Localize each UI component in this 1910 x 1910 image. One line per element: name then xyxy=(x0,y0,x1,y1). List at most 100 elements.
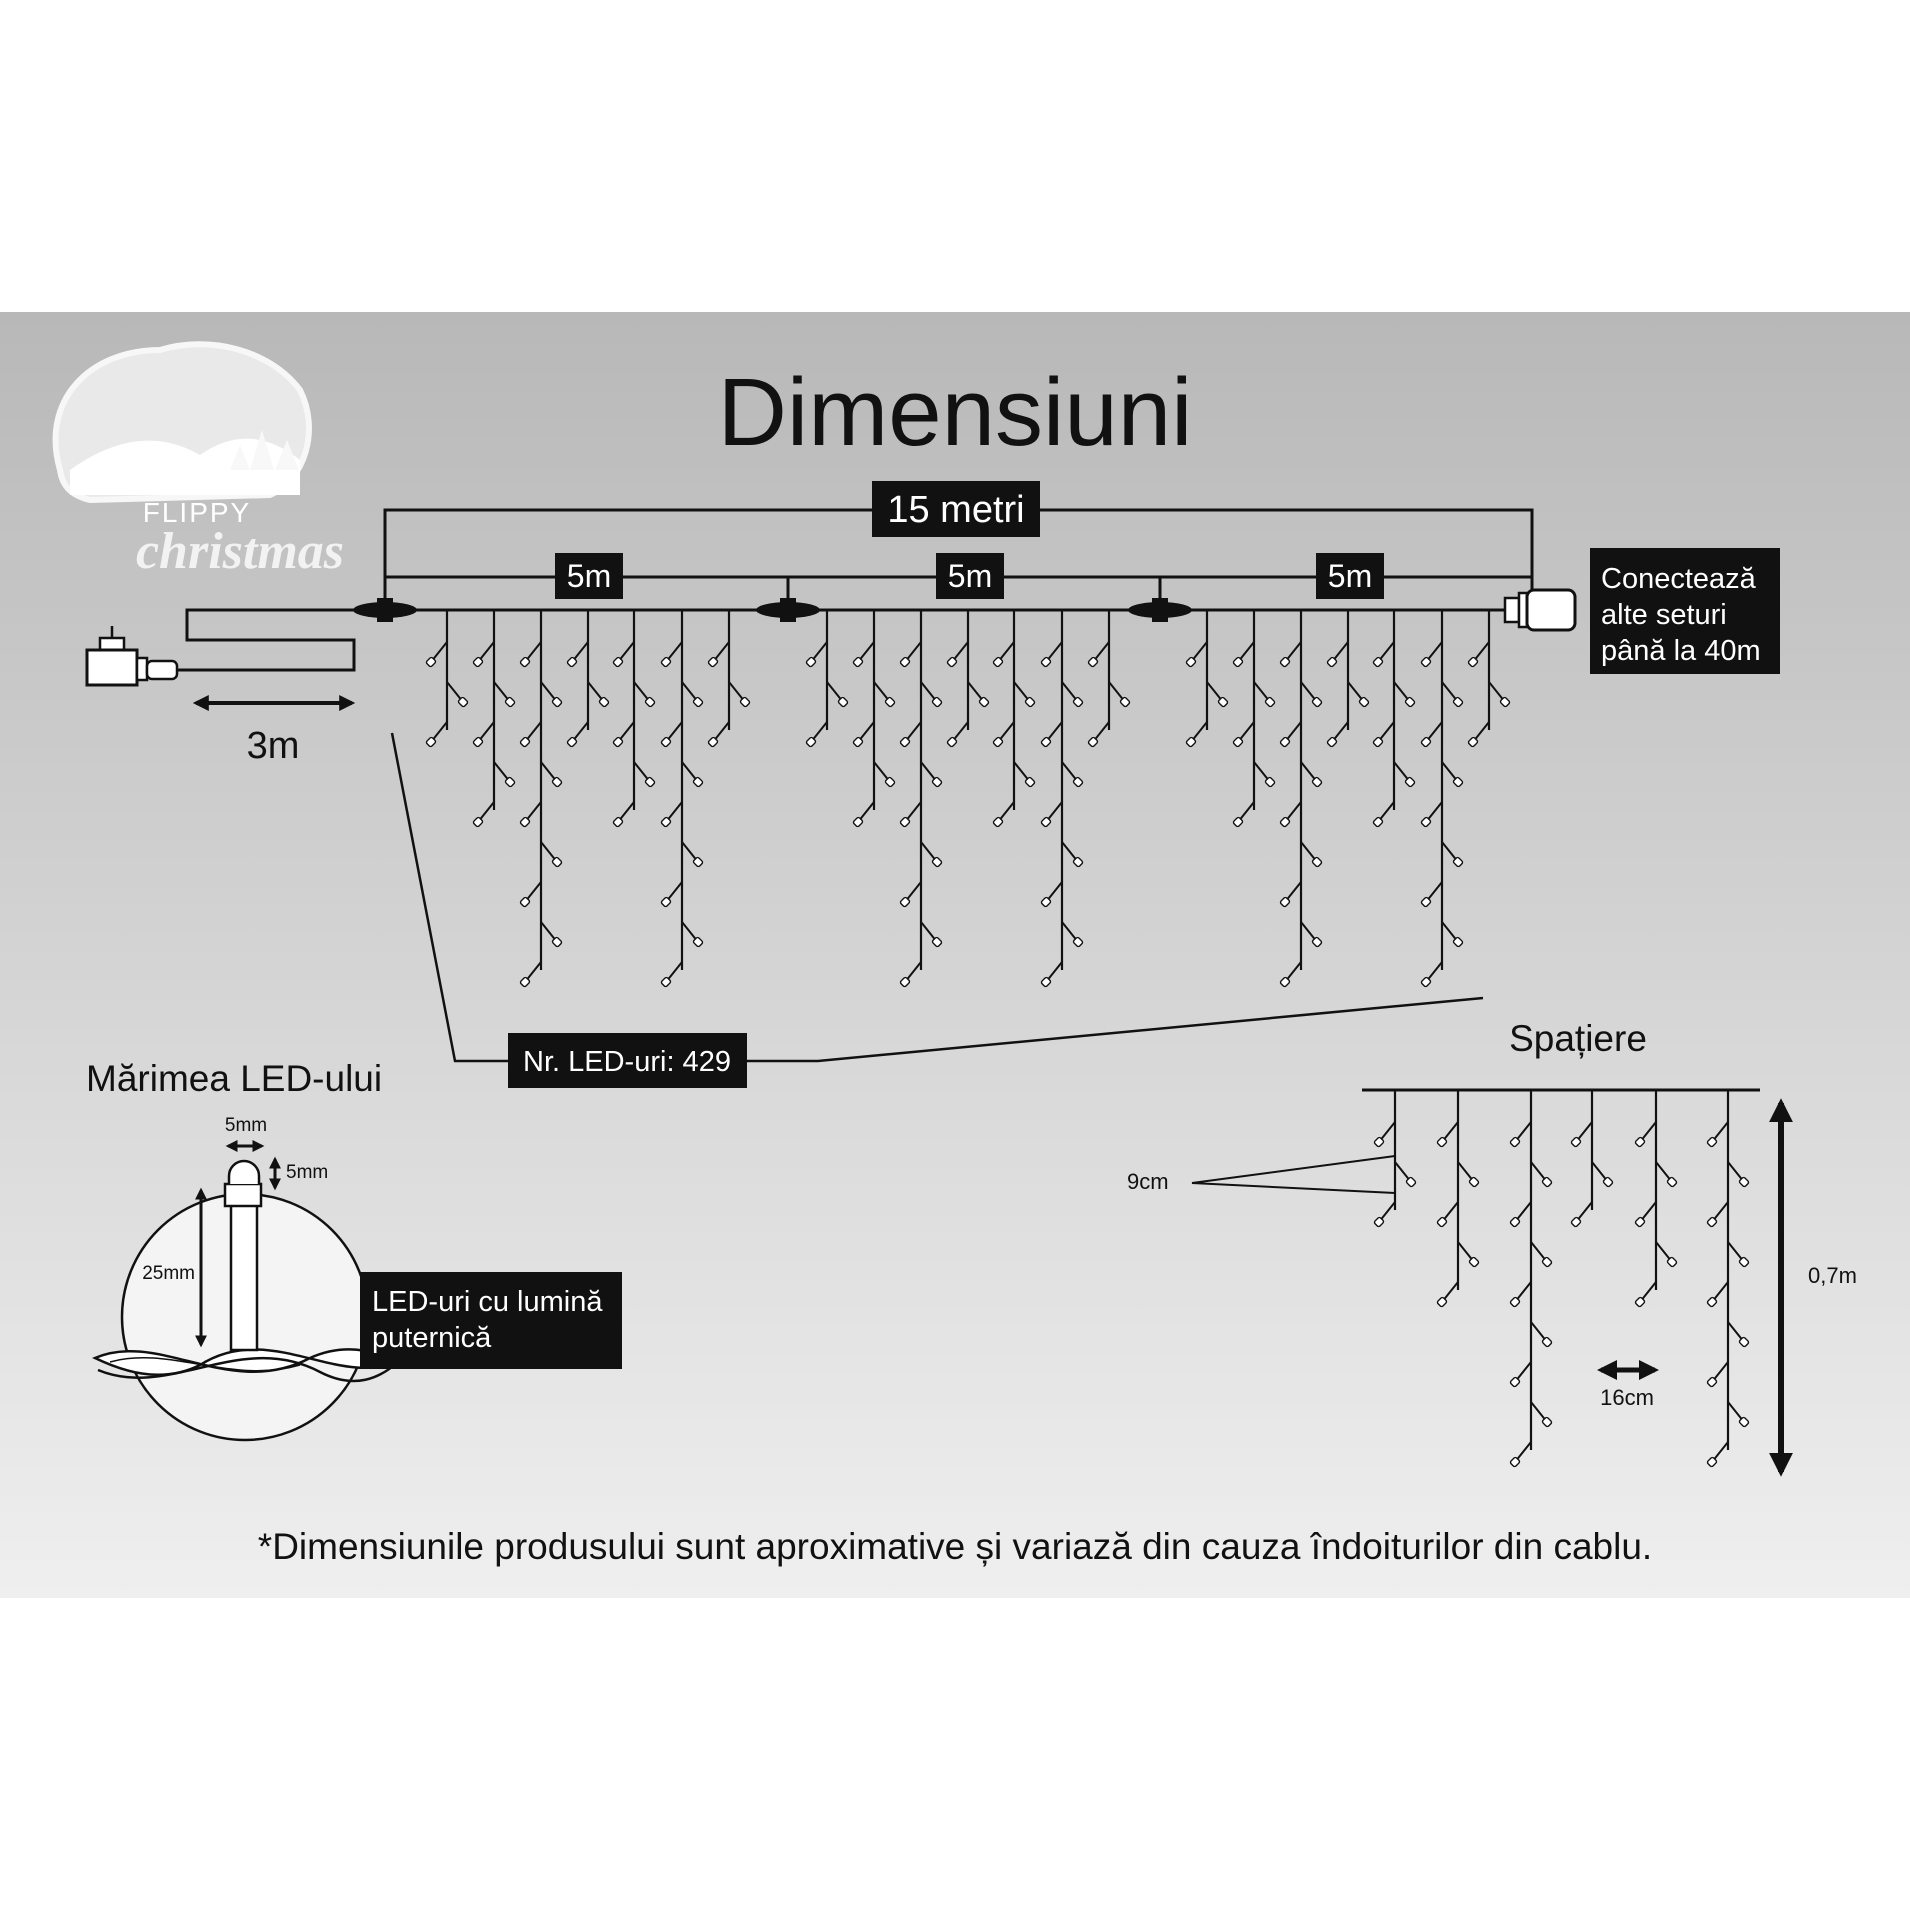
led-icon xyxy=(852,656,864,668)
led-count-leader-right xyxy=(745,996,1484,1063)
led-icon xyxy=(660,736,672,748)
led-icon xyxy=(551,696,563,708)
svg-text:5m: 5m xyxy=(567,558,611,594)
icicle-drop xyxy=(852,610,896,828)
led-icon xyxy=(1420,976,1432,988)
led-icon xyxy=(1436,1136,1448,1148)
led-note-line-2: puternică xyxy=(372,1322,492,1354)
icicle-drop xyxy=(1326,610,1370,748)
svg-text:5m: 5m xyxy=(948,558,992,594)
splice-connector-icon xyxy=(756,598,820,622)
led-icon xyxy=(660,656,672,668)
led-icon xyxy=(1279,896,1291,908)
icicle-drop xyxy=(707,610,751,748)
vertical-spacing-label: 9cm xyxy=(1127,1169,1169,1194)
led-icon xyxy=(1326,656,1338,668)
led-icon xyxy=(1541,1336,1553,1348)
led-icon xyxy=(1040,816,1052,828)
led-icon xyxy=(1706,1136,1718,1148)
icicle-drop xyxy=(1467,610,1511,748)
led-icon xyxy=(1738,1176,1750,1188)
icicle-drops xyxy=(425,610,1511,988)
led-icon xyxy=(992,816,1004,828)
led-icon xyxy=(837,696,849,708)
end-connector-icon xyxy=(1503,588,1577,632)
led-icon xyxy=(598,696,610,708)
led-icon xyxy=(1468,1176,1480,1188)
led-icon xyxy=(1072,696,1084,708)
led-icon xyxy=(1311,776,1323,788)
led-height-label: 5mm xyxy=(286,1162,328,1183)
led-icon xyxy=(1372,656,1384,668)
led-icon xyxy=(1738,1336,1750,1348)
logo-trees xyxy=(230,430,299,470)
led-icon xyxy=(1404,776,1416,788)
led-icon xyxy=(1072,776,1084,788)
led-icon xyxy=(1372,816,1384,828)
led-icon xyxy=(852,816,864,828)
led-icon xyxy=(899,896,911,908)
led-icon xyxy=(1264,776,1276,788)
icicle-drop xyxy=(1436,1090,1480,1308)
led-icon xyxy=(1405,1176,1417,1188)
horizontal-spacing-label: 16cm xyxy=(1600,1385,1654,1410)
icicle-drop xyxy=(566,610,610,748)
led-icon xyxy=(1326,736,1338,748)
spacing-title: Spațiere xyxy=(1509,1018,1647,1059)
icicle-drop xyxy=(660,610,704,988)
led-icon xyxy=(1452,856,1464,868)
led-icon xyxy=(1738,1256,1750,1268)
led-icon xyxy=(692,776,704,788)
led-icon xyxy=(1232,656,1244,668)
led-icon xyxy=(504,776,516,788)
logo-text-bottom: christmas xyxy=(136,523,344,580)
led-icon xyxy=(1452,936,1464,948)
led-icon xyxy=(1087,656,1099,668)
led-icon xyxy=(946,656,958,668)
led-icon xyxy=(1232,736,1244,748)
led-icon xyxy=(1024,776,1036,788)
led-icon xyxy=(1499,696,1511,708)
led-icon xyxy=(660,976,672,988)
led-icon xyxy=(551,856,563,868)
led-icon xyxy=(692,696,704,708)
led-icon xyxy=(1634,1216,1646,1228)
icicle-drop xyxy=(1087,610,1131,748)
led-icon xyxy=(519,896,531,908)
led-icon xyxy=(931,936,943,948)
led-icon xyxy=(739,696,751,708)
splice-connector-icon xyxy=(353,598,417,622)
led-icon xyxy=(1040,976,1052,988)
led-icon xyxy=(992,656,1004,668)
total-length-label: 15 metri xyxy=(887,489,1024,531)
led-icon xyxy=(1467,656,1479,668)
led-icon xyxy=(660,816,672,828)
icicle-drop xyxy=(1570,1090,1614,1228)
led-icon xyxy=(692,936,704,948)
led-icon xyxy=(805,736,817,748)
icicle-drop xyxy=(946,610,990,748)
lead-cable xyxy=(176,608,356,672)
svg-text:5m: 5m xyxy=(1328,558,1372,594)
icicle-drop xyxy=(899,610,943,988)
icicle-drop xyxy=(425,610,469,748)
brand-logo: FLIPPY christmas xyxy=(52,341,344,580)
connect-note-line-3: până la 40m xyxy=(1601,635,1761,667)
led-icon xyxy=(1541,1256,1553,1268)
led-count-box xyxy=(508,1033,747,1088)
led-icon xyxy=(1373,1136,1385,1148)
led-icon xyxy=(519,736,531,748)
led-icon xyxy=(644,776,656,788)
cable-twist-icon xyxy=(91,1348,402,1383)
led-icon xyxy=(457,696,469,708)
led-count-leader xyxy=(390,732,510,1063)
led-icon xyxy=(425,736,437,748)
led-icon xyxy=(1024,696,1036,708)
led-icon xyxy=(1087,736,1099,748)
led-icon xyxy=(1706,1296,1718,1308)
led-icon xyxy=(1468,1256,1480,1268)
led-icon xyxy=(1467,736,1479,748)
led-icon xyxy=(1666,1176,1678,1188)
icicle-drop xyxy=(1634,1090,1678,1308)
